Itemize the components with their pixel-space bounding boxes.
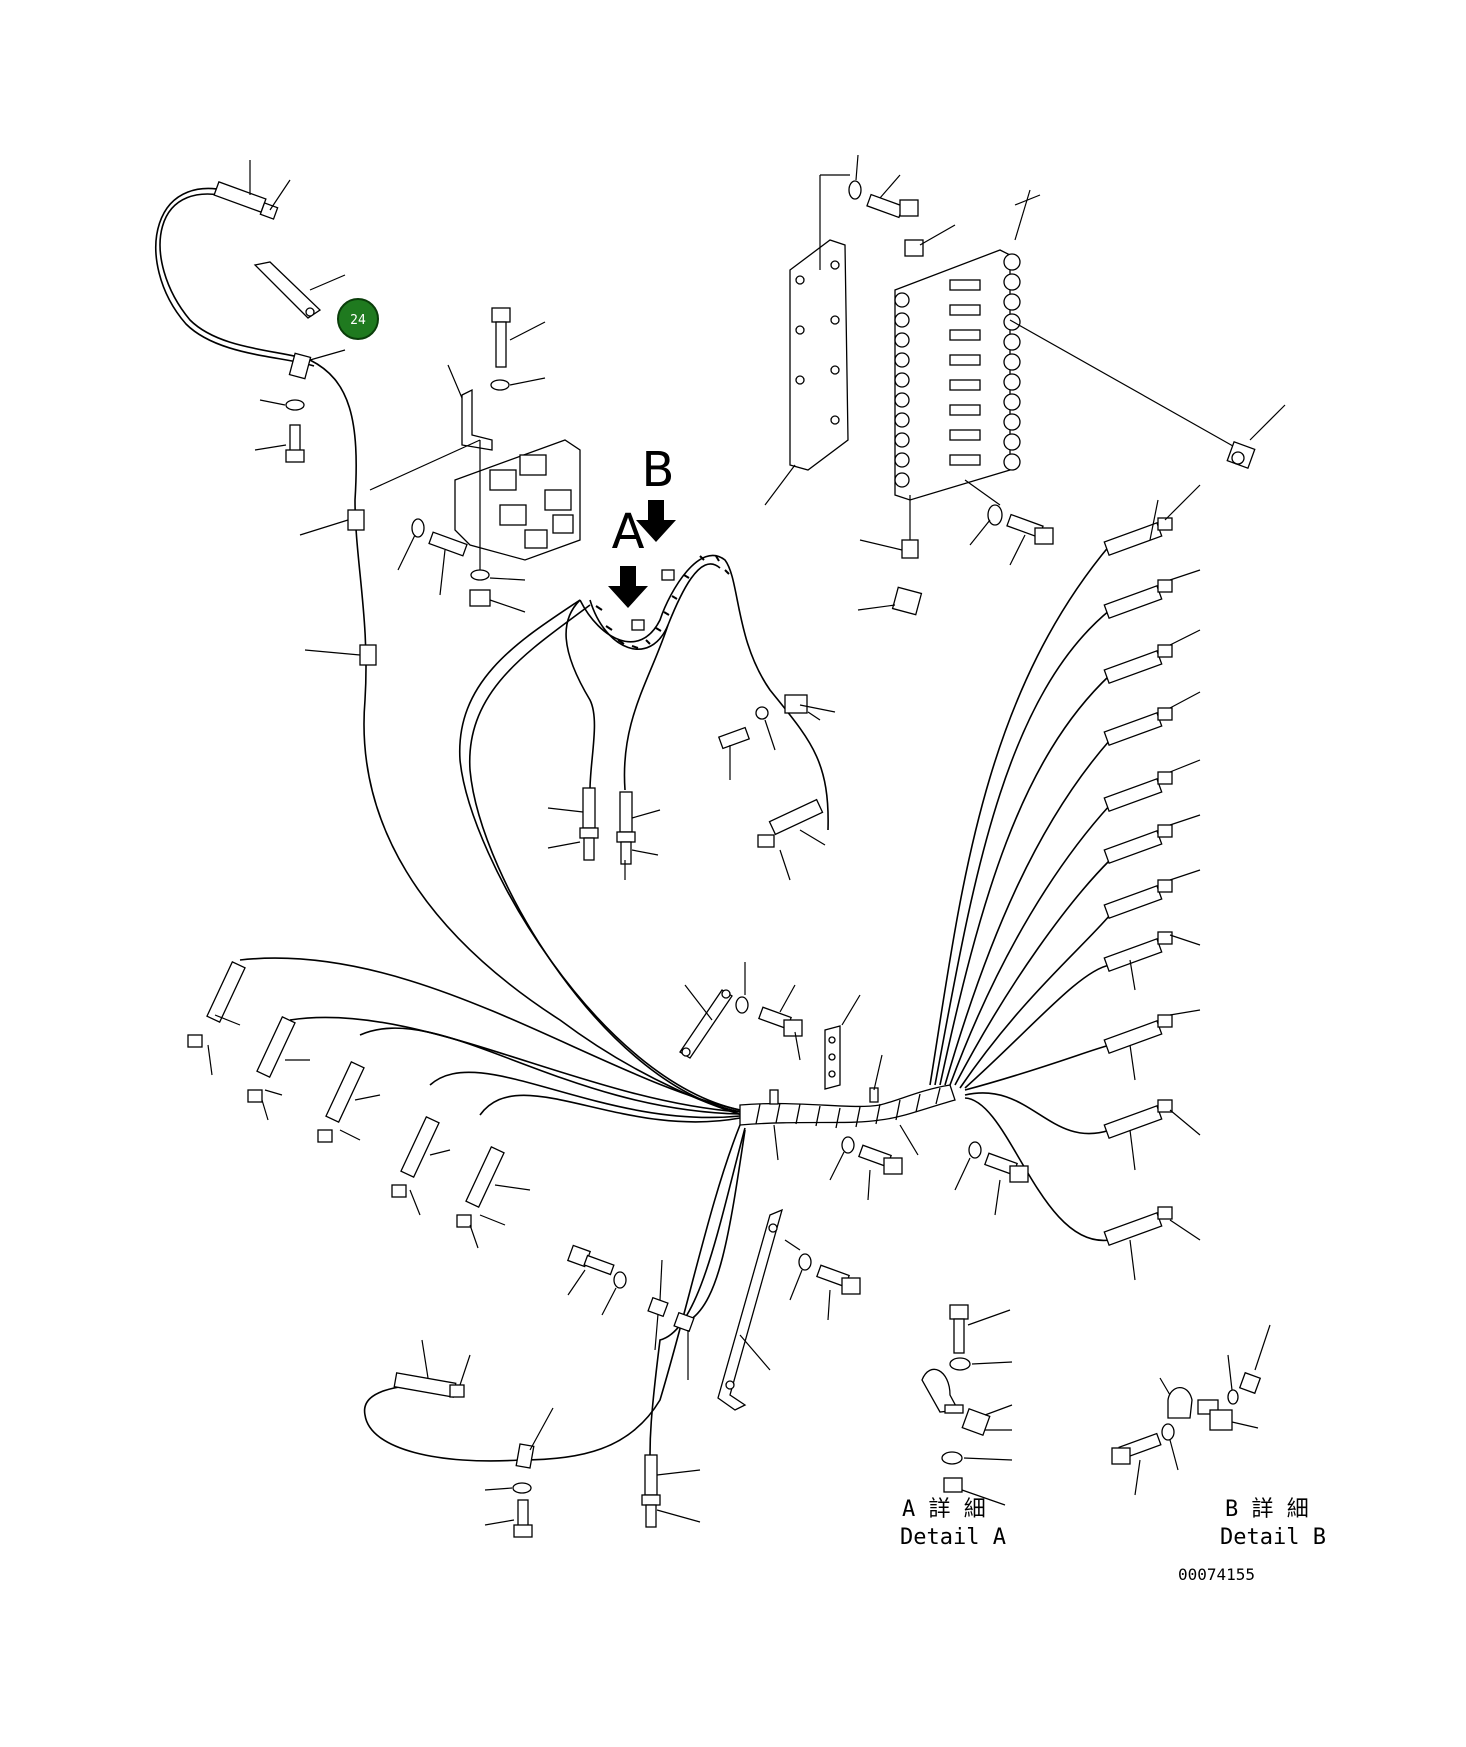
fitting-r11 bbox=[1103, 1206, 1201, 1281]
detail-b-drawing bbox=[1111, 1324, 1271, 1496]
clamps-lower bbox=[647, 1259, 695, 1380]
fitting-top-left bbox=[213, 160, 291, 220]
bracket-top-left bbox=[253, 261, 346, 319]
fitting-right-of-b bbox=[757, 798, 826, 881]
fitting-r7 bbox=[1103, 869, 1201, 919]
bolt-lower-left bbox=[566, 1244, 627, 1316]
fitting-r2 bbox=[1103, 569, 1201, 619]
detail-a-drawing bbox=[921, 1304, 1013, 1506]
fitting-r9 bbox=[1103, 1009, 1201, 1081]
lower-hoses bbox=[363, 1124, 746, 1462]
detail-a-title-en: Detail A bbox=[900, 1525, 1006, 1550]
fitting-r10 bbox=[1103, 1099, 1201, 1171]
bracket-valve bbox=[369, 364, 526, 613]
left-hose-fan bbox=[239, 599, 743, 1123]
fitting-r5 bbox=[1103, 759, 1201, 812]
fitting-r1 bbox=[1103, 484, 1201, 556]
valve-block bbox=[454, 439, 581, 561]
fitting-l4 bbox=[391, 1115, 451, 1216]
marker-a: A bbox=[608, 504, 648, 608]
manifold-block bbox=[894, 189, 1241, 501]
clamp-left-upper bbox=[288, 349, 346, 380]
bolt-bundle-center bbox=[829, 1136, 903, 1201]
elbow-fitting-right bbox=[1226, 404, 1286, 469]
bracket-bundle-left bbox=[679, 962, 803, 1061]
left-fittings bbox=[187, 960, 531, 1249]
drawing-number: 00074155 bbox=[1178, 1565, 1255, 1584]
detail-b-title-jp: B 詳 細 bbox=[1225, 1497, 1309, 1522]
marker-b: B bbox=[636, 442, 676, 542]
fitting-r6 bbox=[1103, 814, 1201, 864]
fitting-l1 bbox=[187, 960, 246, 1076]
fitting-lower-left bbox=[393, 1339, 471, 1398]
callout-badge[interactable]: 24 bbox=[337, 298, 379, 340]
detail-b-title-en: Detail B bbox=[1220, 1525, 1326, 1550]
clamp-left-mid bbox=[299, 509, 377, 666]
spiral-hose-ab bbox=[565, 554, 829, 831]
washer-bolt-left bbox=[254, 399, 305, 463]
long-bracket-lower bbox=[717, 1208, 861, 1411]
fitting-r8 bbox=[1103, 931, 1201, 991]
top-left-loop-hose bbox=[155, 187, 761, 1121]
mounting-plate bbox=[764, 239, 849, 506]
manifold-bottom-parts bbox=[857, 479, 1054, 616]
clamp-lower-left bbox=[484, 1407, 554, 1538]
marker-b-label: B bbox=[642, 442, 675, 498]
detail-a-title-jp: A 詳 細 bbox=[902, 1497, 986, 1522]
callout-number: 24 bbox=[350, 313, 366, 328]
fitting-r3 bbox=[1103, 629, 1201, 684]
central-spiral-bundle bbox=[739, 1054, 956, 1161]
bracket-bundle-right bbox=[824, 994, 861, 1090]
manifold-ports bbox=[894, 253, 1021, 488]
marker-a-label: A bbox=[612, 504, 645, 560]
fitting-l2 bbox=[247, 1015, 310, 1121]
bolt-bundle-right bbox=[954, 1141, 1029, 1216]
right-hose-fan bbox=[929, 544, 1111, 1241]
fitting-l5 bbox=[456, 1145, 531, 1249]
fitting-lower-center bbox=[641, 1454, 701, 1528]
right-fittings bbox=[1103, 484, 1201, 1281]
fitting-l3 bbox=[317, 1060, 381, 1143]
clamp-right-of-b bbox=[717, 694, 836, 780]
manifold-fittings bbox=[949, 279, 981, 466]
plate-bolt-top bbox=[819, 154, 919, 270]
bolt-valve-top bbox=[490, 307, 546, 391]
fitting-pair-center bbox=[547, 787, 661, 880]
fitting-r4 bbox=[1103, 691, 1201, 746]
